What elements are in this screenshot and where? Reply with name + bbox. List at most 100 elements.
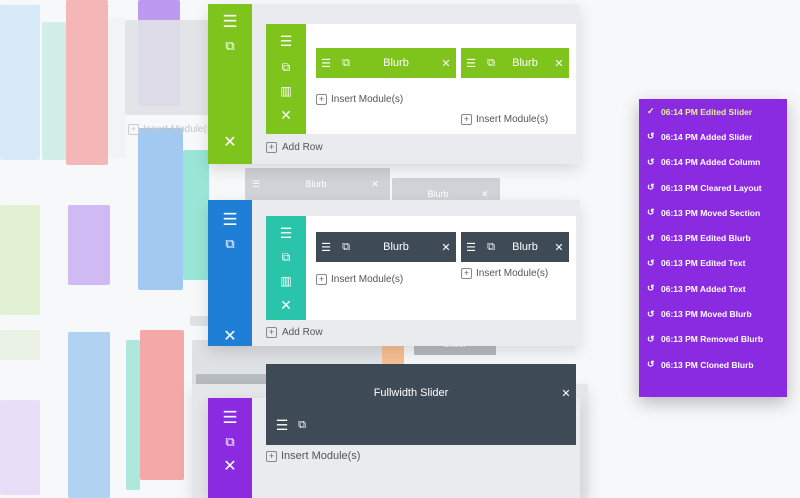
hamburger-icon[interactable]: ☰ [222,12,238,31]
undo-icon: ↺ [647,333,655,344]
ghost-row-panel [125,20,215,115]
close-icon[interactable]: ✕ [441,57,451,70]
duplicate-icon[interactable]: ⧉ [281,59,291,74]
close-icon[interactable]: ✕ [554,241,564,254]
hamburger-icon[interactable]: ☰ [279,224,293,241]
section-green: ☰ ⧉ ✕ ☰ ⧉ ▥ ✕ ☰ ⧉ Blurb ✕ ☰ ⧉ Blurb ✕ [208,4,580,164]
row-teal-bar[interactable]: ☰ ⧉ ▥ ✕ [266,216,306,320]
row-panel: ☰ ⧉ ▥ ✕ ☰ ⧉ Blurb ✕ ☰ ⧉ Blurb ✕ + Insert… [266,216,576,320]
history-item[interactable]: ↺ 06:13 PM Cloned Blurb [647,359,754,370]
hamburger-icon[interactable]: ☰ [466,241,476,254]
history-item[interactable]: ↺ 06:13 PM Removed Blurb [647,333,764,345]
undo-icon: ↺ [647,207,655,218]
insert-module-button[interactable]: + Insert Module(s) [316,94,403,105]
insert-module-button[interactable]: + Insert Module(s) [461,114,548,125]
close-icon[interactable]: ✕ [223,328,237,345]
columns-icon[interactable]: ▥ [280,84,292,98]
plus-icon: + [461,114,472,125]
ghost-row-bar [126,340,140,490]
duplicate-icon[interactable]: ⧉ [225,236,235,251]
add-row-button[interactable]: + Add Row [266,142,323,153]
duplicate-icon[interactable]: ⧉ [225,38,235,53]
close-icon: ✕ [371,178,379,189]
section-green-bar[interactable]: ☰ ⧉ ✕ [208,4,252,164]
hamburger-icon[interactable]: ☰ [321,241,331,254]
history-item[interactable]: ↺ 06:13 PM Moved Section [647,207,761,218]
ghost-insert-module: + Insert Module(s) [128,124,215,135]
close-icon[interactable]: ✕ [554,57,564,70]
hamburger-icon[interactable]: ☰ [222,210,238,229]
blurb-module[interactable]: ☰ ⧉ Blurb ✕ [316,48,456,78]
undo-icon: ↺ [647,257,655,268]
add-row-button[interactable]: + Add Row [266,327,323,338]
plus-icon: + [316,274,327,285]
plus-icon: + [461,268,472,279]
fullwidth-slider-module[interactable]: Fullwidth Slider ✕ [266,378,576,408]
ghost-section-bar [0,400,40,495]
ghost-blurb-module: Blurb ✕ [395,183,495,205]
check-icon: ✓ [647,106,655,117]
hamburger-icon[interactable]: ☰ [279,32,293,49]
hamburger-icon[interactable]: ☰ [275,416,289,433]
duplicate-icon[interactable]: ⧉ [487,240,495,253]
ghost-row-bar [42,22,66,160]
close-icon[interactable]: ✕ [280,106,292,123]
hamburger-icon[interactable]: ☰ [321,57,331,70]
history-item[interactable]: ↺ 06:13 PM Edited Blurb [647,232,751,244]
close-icon[interactable]: ✕ [561,387,571,400]
undo-icon: ↺ [647,283,655,294]
row-panel: ☰ ⧉ ▥ ✕ ☰ ⧉ Blurb ✕ ☰ ⧉ Blurb ✕ + Insert… [266,24,576,134]
ghost-row-bar [183,150,209,280]
hamburger-icon[interactable]: ☰ [222,408,238,427]
history-item[interactable]: ↺ 06:13 PM Cleared Layout [647,182,762,193]
duplicate-icon[interactable]: ⧉ [281,249,291,264]
plus-icon: + [266,142,277,153]
close-icon[interactable]: ✕ [441,241,451,254]
blurb-module[interactable]: ☰ ⧉ Blurb ✕ [316,232,456,262]
undo-icon: ↺ [647,359,655,370]
undo-icon: ↺ [647,232,655,243]
ghost-row-bar [140,330,184,480]
ghost-section-bar [68,332,110,498]
close-icon[interactable]: ✕ [223,458,237,475]
section-blue: ☰ ⧉ ✕ ☰ ⧉ ▥ ✕ ☰ ⧉ Blurb ✕ ☰ ⧉ Blurb ✕ [208,200,580,346]
insert-module-button[interactable]: + Insert Module(s) [316,274,403,285]
columns-icon[interactable]: ▥ [280,274,292,288]
plus-icon: + [266,327,277,338]
duplicate-icon[interactable]: ⧉ [342,56,350,69]
row-green-bar[interactable]: ☰ ⧉ ▥ ✕ [266,24,306,134]
history-item[interactable]: ↺ 06:13 PM Added Text [647,283,746,294]
history-item[interactable]: ✓ 06:14 PM Edited Slider [647,106,753,117]
history-item[interactable]: ↺ 06:14 PM Added Column [647,156,761,168]
ghost-section-bar [0,5,40,160]
undo-icon: ↺ [647,131,655,142]
close-icon[interactable]: ✕ [223,134,237,151]
ghost-row-panel [108,18,126,158]
hamburger-icon: ☰ [251,178,261,189]
history-panel: ✓ 06:14 PM Edited Slider ↺ 06:14 PM Adde… [639,99,787,397]
blurb-module[interactable]: ☰ ⧉ Blurb ✕ [461,48,569,78]
ghost-section-bar [0,205,40,315]
history-item[interactable]: ↺ 06:13 PM Edited Text [647,257,746,269]
ghost-section-bar [138,128,183,290]
hamburger-icon[interactable]: ☰ [466,57,476,70]
ghost-blurb-module: ☰ Blurb ✕ [246,173,384,195]
insert-module-button[interactable]: + Insert Module(s) [266,450,360,462]
close-icon: ✕ [481,188,489,199]
section-blue-bar[interactable]: ☰ ⧉ ✕ [208,200,252,346]
duplicate-icon[interactable]: ⧉ [342,240,350,253]
history-item[interactable]: ↺ 06:14 PM Added Slider [647,131,753,142]
duplicate-icon[interactable]: ⧉ [487,56,495,69]
fullwidth-module-controls[interactable]: ☰ ⧉ [266,405,576,445]
history-item[interactable]: ↺ 06:13 PM Moved Blurb [647,308,752,320]
duplicate-icon[interactable]: ⧉ [225,434,235,449]
undo-icon: ↺ [647,182,655,193]
duplicate-icon[interactable]: ⧉ [298,418,306,431]
insert-module-button[interactable]: + Insert Module(s) [461,268,548,279]
blurb-module[interactable]: ☰ ⧉ Blurb ✕ [461,232,569,262]
section-purple-bar[interactable]: ☰ ⧉ ✕ [208,398,252,498]
plus-icon: + [266,450,277,462]
close-icon[interactable]: ✕ [280,296,292,313]
